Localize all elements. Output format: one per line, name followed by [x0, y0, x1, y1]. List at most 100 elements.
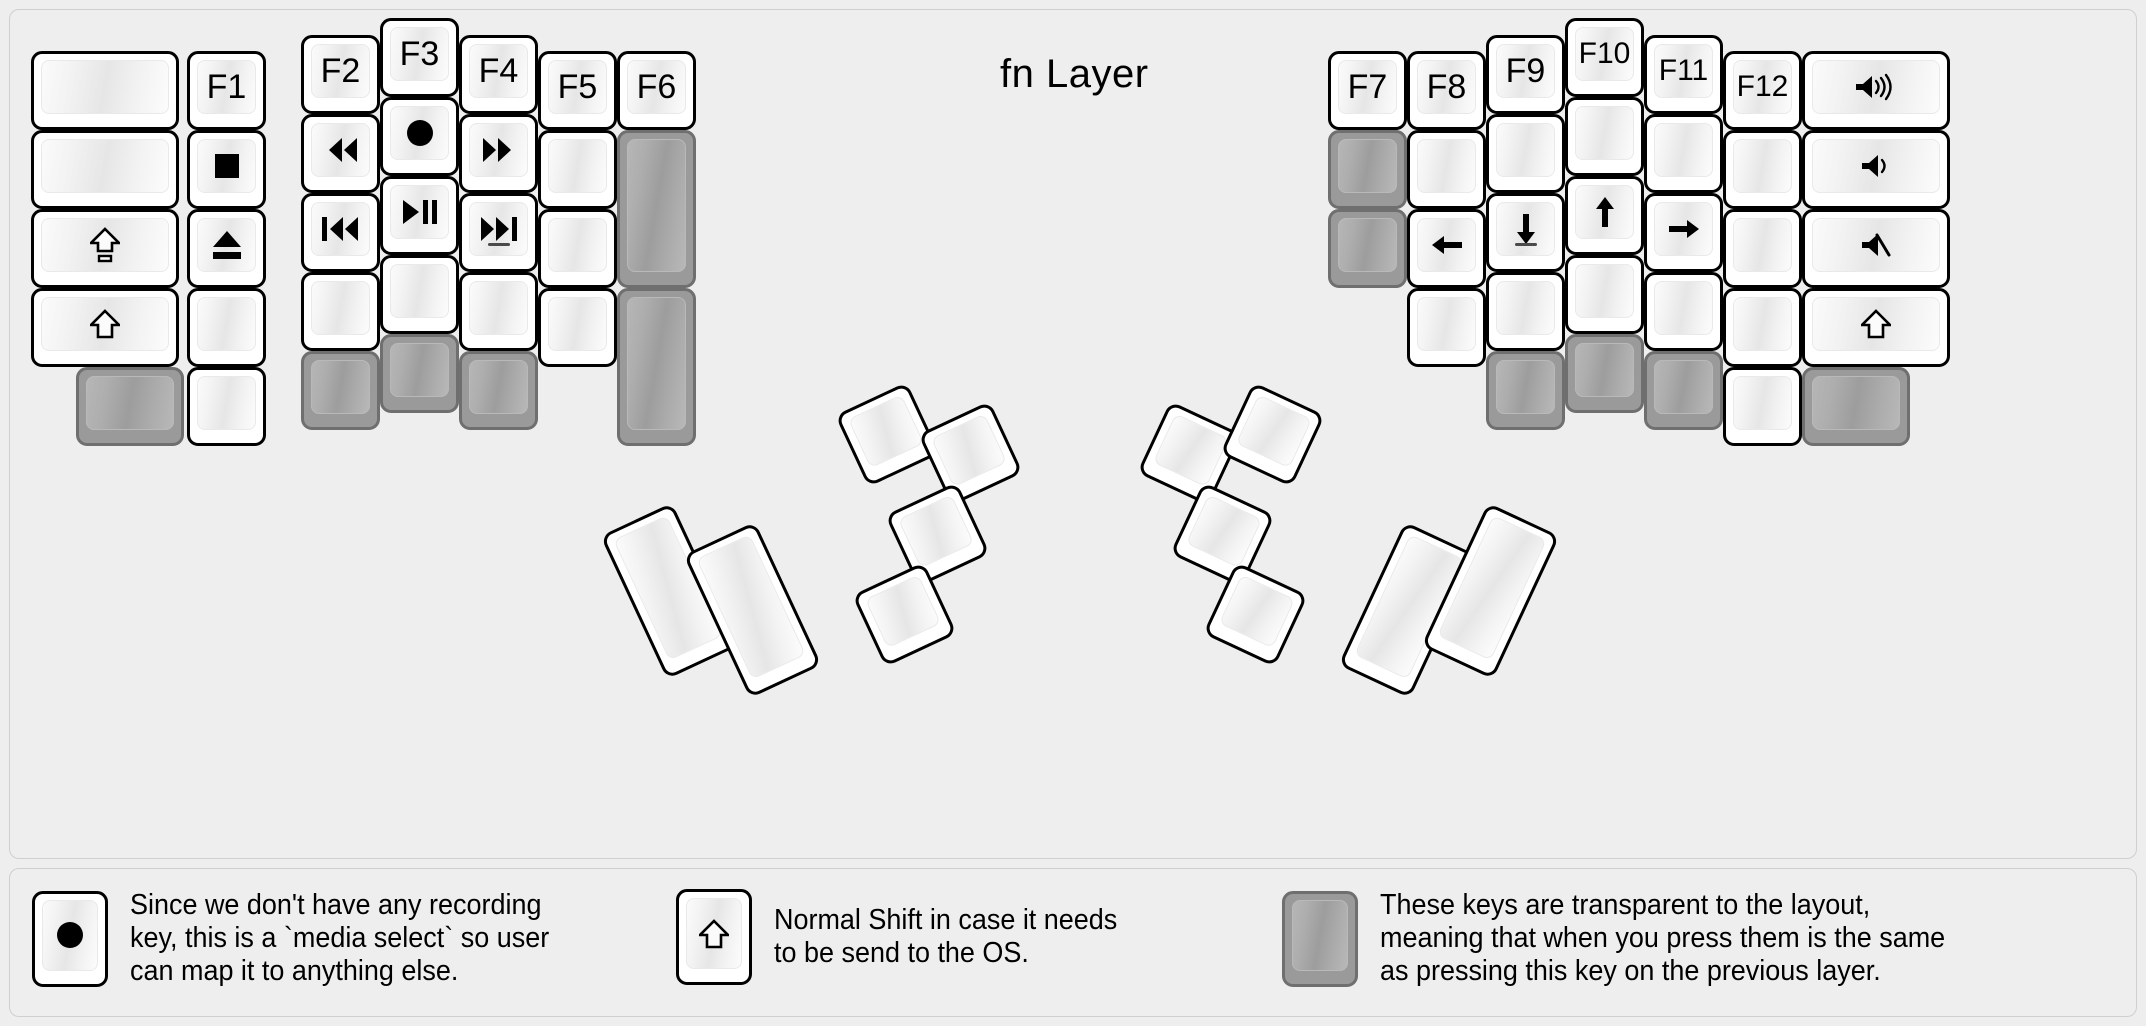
- right-thumb-small-3-r[interactable]: [1170, 482, 1275, 587]
- left-col-pinky-key-3[interactable]: [187, 209, 266, 288]
- shift-icon: [90, 308, 120, 340]
- left-col-pinky-key-5[interactable]: [187, 367, 266, 446]
- left-col-inner-2-key-1[interactable]: F6: [617, 51, 696, 130]
- arrow-down-icon: [1512, 210, 1540, 248]
- left-col-inner-1-key-2[interactable]: [538, 130, 617, 209]
- keycap-surface: F7: [1338, 60, 1397, 114]
- left-col-pinky-key-4[interactable]: [187, 288, 266, 367]
- right-col-pinky-r2-key-3[interactable]: [1723, 209, 1802, 288]
- right-thumb-small-2-r[interactable]: [1220, 382, 1325, 487]
- legend-media-select-sample-key: [32, 890, 108, 987]
- right-col-middle-r-key-2[interactable]: [1486, 114, 1565, 193]
- right-col-pinky-r2-key-5[interactable]: [1723, 367, 1802, 446]
- left-col-pinky-outer-key-2[interactable]: [31, 130, 179, 209]
- keycap-surface: [1235, 394, 1313, 469]
- right-col-index-r2-key-2[interactable]: [1407, 130, 1486, 209]
- keycap-surface: [1575, 264, 1634, 318]
- right-col-ring-r-key-2[interactable]: [1565, 97, 1644, 176]
- right-col-pinky-r-key-3[interactable]: [1644, 193, 1723, 272]
- left-col-index-key-1[interactable]: F4: [459, 35, 538, 114]
- media-stop-icon: [213, 152, 241, 180]
- arrow-left-icon: [1428, 231, 1466, 259]
- right-col-index-r-key-2[interactable]: [1328, 130, 1407, 209]
- right-col-pinky-r-key-1[interactable]: F11: [1644, 35, 1723, 114]
- keycap-surface: [627, 139, 686, 272]
- left-col-inner-2-key-2[interactable]: [617, 130, 696, 288]
- key-label: F5: [557, 68, 598, 106]
- right-col-index-r2-key-3[interactable]: [1407, 209, 1486, 288]
- left-col-ring-key-5[interactable]: [301, 351, 380, 430]
- left-col-index-key-5[interactable]: [459, 351, 538, 430]
- right-col-pinky-r2-key-4[interactable]: [1723, 288, 1802, 367]
- right-col-middle-r-key-1[interactable]: F9: [1486, 35, 1565, 114]
- left-col-pinky-outer-key-1[interactable]: [31, 51, 179, 130]
- left-col-middle-key-2[interactable]: [380, 97, 459, 176]
- left-col-ring-key-4[interactable]: [301, 272, 380, 351]
- left-col-pinky-outer-key-5[interactable]: [76, 367, 184, 446]
- right-col-middle-r-key-4[interactable]: [1486, 272, 1565, 351]
- right-col-outer-r-key-2[interactable]: [1802, 130, 1950, 209]
- keycap-surface: [1417, 297, 1476, 351]
- left-col-inner-1-key-3[interactable]: [538, 209, 617, 288]
- right-col-outer-r-key-5[interactable]: [1802, 367, 1910, 446]
- legend-normal-shift-sample-key: [676, 889, 752, 985]
- right-col-ring-r-key-1[interactable]: F10: [1565, 18, 1644, 97]
- right-col-index-r-key-1[interactable]: F7: [1328, 51, 1407, 130]
- left-col-middle-key-3[interactable]: [380, 176, 459, 255]
- left-thumb-small-4[interactable]: [852, 562, 957, 667]
- left-thumb-small-2[interactable]: [918, 401, 1023, 506]
- left-col-inner-1-key-4[interactable]: [538, 288, 617, 367]
- left-col-ring-key-3[interactable]: [301, 193, 380, 272]
- right-col-ring-r-key-4[interactable]: [1565, 255, 1644, 334]
- left-col-inner-2-key-3[interactable]: [617, 288, 696, 446]
- left-col-middle-key-4[interactable]: [380, 255, 459, 334]
- arrow-right-icon: [1665, 215, 1703, 243]
- left-col-pinky-key-2[interactable]: [187, 130, 266, 209]
- right-col-pinky-r2-key-2[interactable]: [1723, 130, 1802, 209]
- keycap-surface: [1733, 139, 1792, 193]
- right-col-middle-r-key-3[interactable]: [1486, 193, 1565, 272]
- left-col-index-key-4[interactable]: [459, 272, 538, 351]
- keycap-surface: [390, 106, 449, 160]
- right-col-pinky-r-key-2[interactable]: [1644, 114, 1723, 193]
- right-col-ring-r-key-5[interactable]: [1565, 334, 1644, 413]
- right-col-outer-r-key-4[interactable]: [1802, 288, 1950, 367]
- right-col-index-r2-key-1[interactable]: F8: [1407, 51, 1486, 130]
- keycap-surface: [390, 185, 449, 239]
- left-col-pinky-key-1[interactable]: F1: [187, 51, 266, 130]
- right-col-ring-r-key-3[interactable]: [1565, 176, 1644, 255]
- right-col-index-r-key-3[interactable]: [1328, 209, 1407, 288]
- keycap-surface: [1218, 574, 1296, 649]
- right-col-outer-r-key-3[interactable]: [1802, 209, 1950, 288]
- right-col-pinky-r-key-4[interactable]: [1644, 272, 1723, 351]
- left-col-pinky-outer-key-4[interactable]: [31, 288, 179, 367]
- shift-lock-icon: [90, 226, 120, 264]
- right-col-middle-r-key-5[interactable]: [1486, 351, 1565, 430]
- left-col-index-key-2[interactable]: [459, 114, 538, 193]
- keycap-surface: [1496, 123, 1555, 177]
- right-col-pinky-r-key-5[interactable]: [1644, 351, 1723, 430]
- keycap-surface: [1417, 218, 1476, 272]
- keycap-surface: [311, 360, 370, 414]
- right-col-outer-r-key-1[interactable]: [1802, 51, 1950, 130]
- media-rewind-icon: [322, 136, 360, 164]
- left-col-pinky-outer-key-3[interactable]: [31, 209, 179, 288]
- legend-normal-shift-text: Normal Shift in case it needs to be send…: [774, 903, 1118, 969]
- keycap-surface: [897, 494, 975, 569]
- volume-mute-icon: [1860, 231, 1892, 259]
- keycap-surface: [930, 413, 1008, 488]
- keycap-surface: [1654, 281, 1713, 335]
- keycap-surface: [1496, 281, 1555, 335]
- volume-down-icon: [1860, 152, 1892, 180]
- right-thumb-small-4-r[interactable]: [1203, 562, 1308, 667]
- left-col-ring-key-2[interactable]: [301, 114, 380, 193]
- left-col-ring-key-1[interactable]: F2: [301, 35, 380, 114]
- left-col-inner-1-key-1[interactable]: F5: [538, 51, 617, 130]
- left-col-middle-key-1[interactable]: F3: [380, 18, 459, 97]
- keycap-surface: [41, 60, 169, 114]
- keycap-surface: [1417, 139, 1476, 193]
- right-col-index-r2-key-4[interactable]: [1407, 288, 1486, 367]
- left-col-middle-key-5[interactable]: [380, 334, 459, 413]
- right-col-pinky-r2-key-1[interactable]: F12: [1723, 51, 1802, 130]
- left-col-index-key-3[interactable]: [459, 193, 538, 272]
